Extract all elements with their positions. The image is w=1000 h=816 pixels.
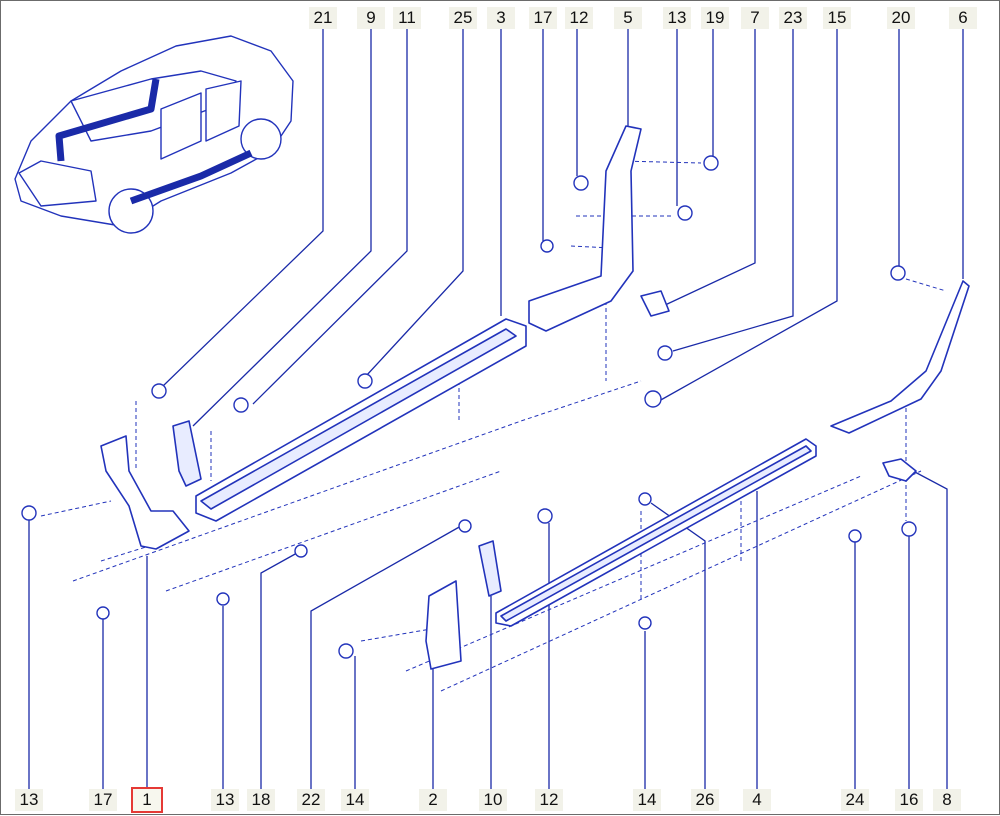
part-8-clip bbox=[882, 458, 917, 482]
fasteners bbox=[21, 155, 917, 659]
ref-label-bottom-14[interactable]: 14 bbox=[341, 789, 369, 811]
ref-label-bottom-26[interactable]: 26 bbox=[691, 789, 719, 811]
ref-label-bottom-8[interactable]: 8 bbox=[933, 789, 961, 811]
ref-label-top-21[interactable]: 21 bbox=[309, 7, 337, 29]
ref-label-bottom-22[interactable]: 22 bbox=[297, 789, 325, 811]
part-5-pillar-trim bbox=[528, 125, 642, 332]
ref-label-bottom-13[interactable]: 13 bbox=[15, 789, 43, 811]
ref-label-top-19[interactable]: 19 bbox=[701, 7, 729, 29]
ref-label-bottom-10[interactable]: 10 bbox=[479, 789, 507, 811]
ref-label-top-20[interactable]: 20 bbox=[887, 7, 915, 29]
part-1-front-trim bbox=[100, 435, 190, 550]
ref-label-top-15[interactable]: 15 bbox=[823, 7, 851, 29]
car-thumbnail bbox=[14, 35, 294, 234]
ref-label-bottom-1-selected[interactable]: 1 bbox=[131, 787, 163, 813]
part-9-bracket bbox=[172, 420, 202, 487]
ref-label-bottom-16[interactable]: 16 bbox=[895, 789, 923, 811]
ref-label-top-23[interactable]: 23 bbox=[779, 7, 807, 29]
ref-label-bottom-2[interactable]: 2 bbox=[419, 789, 447, 811]
ref-label-top-9[interactable]: 9 bbox=[357, 7, 385, 29]
part-2-trim bbox=[425, 580, 462, 670]
ref-label-top-13[interactable]: 13 bbox=[663, 7, 691, 29]
ref-label-top-17[interactable]: 17 bbox=[529, 7, 557, 29]
ref-label-bottom-12[interactable]: 12 bbox=[535, 789, 563, 811]
part-10-bracket bbox=[478, 540, 502, 597]
assembly-lines bbox=[40, 160, 947, 692]
ref-label-bottom-13b[interactable]: 13 bbox=[211, 789, 239, 811]
ref-label-top-25[interactable]: 25 bbox=[449, 7, 477, 29]
leader-lines bbox=[28, 29, 964, 791]
ref-label-top-3[interactable]: 3 bbox=[487, 7, 515, 29]
ref-label-top-11[interactable]: 11 bbox=[393, 7, 421, 29]
ref-label-top-5[interactable]: 5 bbox=[614, 7, 642, 29]
ref-label-top-6[interactable]: 6 bbox=[949, 7, 977, 29]
ref-label-top-7[interactable]: 7 bbox=[741, 7, 769, 29]
ref-label-top-12[interactable]: 12 bbox=[565, 7, 593, 29]
part-6-rear-trim bbox=[830, 280, 970, 434]
ref-label-bottom-24[interactable]: 24 bbox=[841, 789, 869, 811]
ref-label-bottom-4[interactable]: 4 bbox=[743, 789, 771, 811]
ref-label-bottom-14b[interactable]: 14 bbox=[633, 789, 661, 811]
ref-label-bottom-18[interactable]: 18 bbox=[247, 789, 275, 811]
part-7-clip bbox=[640, 290, 670, 317]
ref-label-bottom-17[interactable]: 17 bbox=[89, 789, 117, 811]
parts bbox=[100, 125, 970, 670]
